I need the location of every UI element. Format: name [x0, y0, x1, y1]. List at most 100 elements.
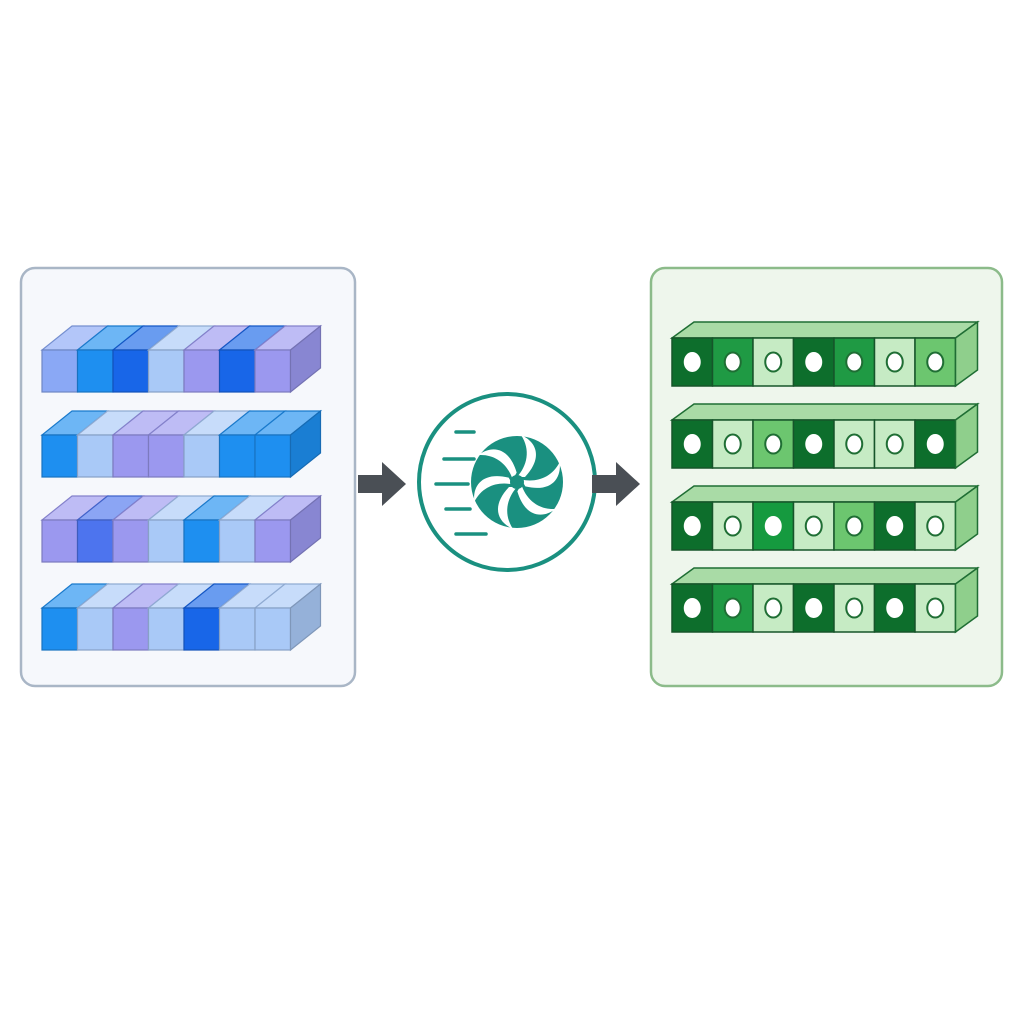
data-cell: [254, 434, 292, 478]
data-cell: [183, 607, 221, 651]
output-cell: [752, 501, 795, 551]
input-data-panel: [19, 266, 357, 688]
input-data-slab: [40, 582, 323, 652]
data-cell: [76, 349, 114, 393]
output-cell: [711, 501, 754, 551]
data-cell: [147, 607, 185, 651]
output-cell: [792, 501, 835, 551]
data-cell: [41, 607, 79, 651]
dot-icon: [926, 515, 945, 537]
output-cell: [671, 583, 714, 633]
data-cell: [41, 349, 79, 393]
dot-icon: [845, 351, 864, 373]
data-cell: [112, 519, 150, 563]
dot-icon: [723, 433, 742, 455]
output-cell: [914, 337, 957, 387]
data-cell: [147, 434, 185, 478]
dot-icon: [804, 515, 823, 537]
slab-side: [289, 494, 322, 564]
output-cell: [711, 337, 754, 387]
dot-icon: [845, 597, 864, 619]
slab-side: [289, 324, 322, 394]
speed-lines-icon: [434, 430, 488, 536]
output-cell: [914, 501, 957, 551]
output-cell: [873, 501, 916, 551]
output-data-panel: [649, 266, 1004, 688]
output-cell: [752, 419, 795, 469]
arrow-right-icon: [358, 462, 406, 506]
data-cell: [112, 434, 150, 478]
row-side: [954, 484, 979, 552]
data-cell: [183, 519, 221, 563]
data-cell: [218, 607, 256, 651]
data-cell: [254, 519, 292, 563]
data-cell: [218, 519, 256, 563]
data-cell: [112, 349, 150, 393]
output-cell: [671, 337, 714, 387]
dot-icon: [886, 598, 904, 618]
input-data-slab: [40, 324, 323, 394]
arrow-right-icon: [592, 462, 640, 506]
data-cell: [147, 519, 185, 563]
data-cell: [218, 434, 256, 478]
output-cell: [711, 419, 754, 469]
fan-icon: [471, 435, 563, 529]
dot-icon: [926, 351, 945, 373]
row-side: [954, 566, 979, 634]
output-cell: [873, 583, 916, 633]
slab-side: [289, 582, 322, 652]
data-cell: [254, 607, 292, 651]
dot-icon: [723, 597, 742, 619]
dot-icon: [886, 516, 904, 536]
dot-icon: [683, 598, 701, 618]
output-cell: [914, 583, 957, 633]
dot-icon: [926, 434, 944, 454]
output-cell: [671, 501, 714, 551]
data-cell: [147, 349, 185, 393]
dot-icon: [764, 351, 783, 373]
dot-icon: [885, 433, 904, 455]
output-cell: [671, 419, 714, 469]
dot-icon: [683, 516, 701, 536]
processing-unit: [417, 392, 597, 572]
data-cell: [76, 607, 114, 651]
output-cell: [752, 583, 795, 633]
data-cell: [41, 434, 79, 478]
dot-icon: [683, 352, 701, 372]
dot-icon: [683, 434, 701, 454]
row-side: [954, 402, 979, 470]
output-cell: [792, 337, 835, 387]
data-cell: [183, 434, 221, 478]
output-cell: [833, 583, 876, 633]
dot-icon: [805, 352, 823, 372]
output-cell: [873, 419, 916, 469]
dot-icon: [926, 597, 945, 619]
output-data-row: [669, 566, 980, 634]
dot-icon: [845, 433, 864, 455]
dot-icon: [805, 598, 823, 618]
output-data-row: [669, 320, 980, 388]
input-data-slab: [40, 409, 323, 479]
output-cell: [833, 501, 876, 551]
output-cell: [792, 583, 835, 633]
input-data-slab: [40, 494, 323, 564]
row-side: [954, 320, 979, 388]
output-data-row: [669, 484, 980, 552]
data-cell: [254, 349, 292, 393]
data-cell: [76, 434, 114, 478]
dot-icon: [723, 351, 742, 373]
data-cell: [218, 349, 256, 393]
dot-icon: [764, 597, 783, 619]
output-cell: [752, 337, 795, 387]
dot-icon: [764, 516, 782, 536]
data-cell: [183, 349, 221, 393]
output-data-row: [669, 402, 980, 470]
dot-icon: [764, 433, 783, 455]
output-cell: [873, 337, 916, 387]
output-cell: [833, 419, 876, 469]
dot-icon: [805, 434, 823, 454]
data-cell: [76, 519, 114, 563]
output-cell: [711, 583, 754, 633]
dot-icon: [845, 515, 864, 537]
